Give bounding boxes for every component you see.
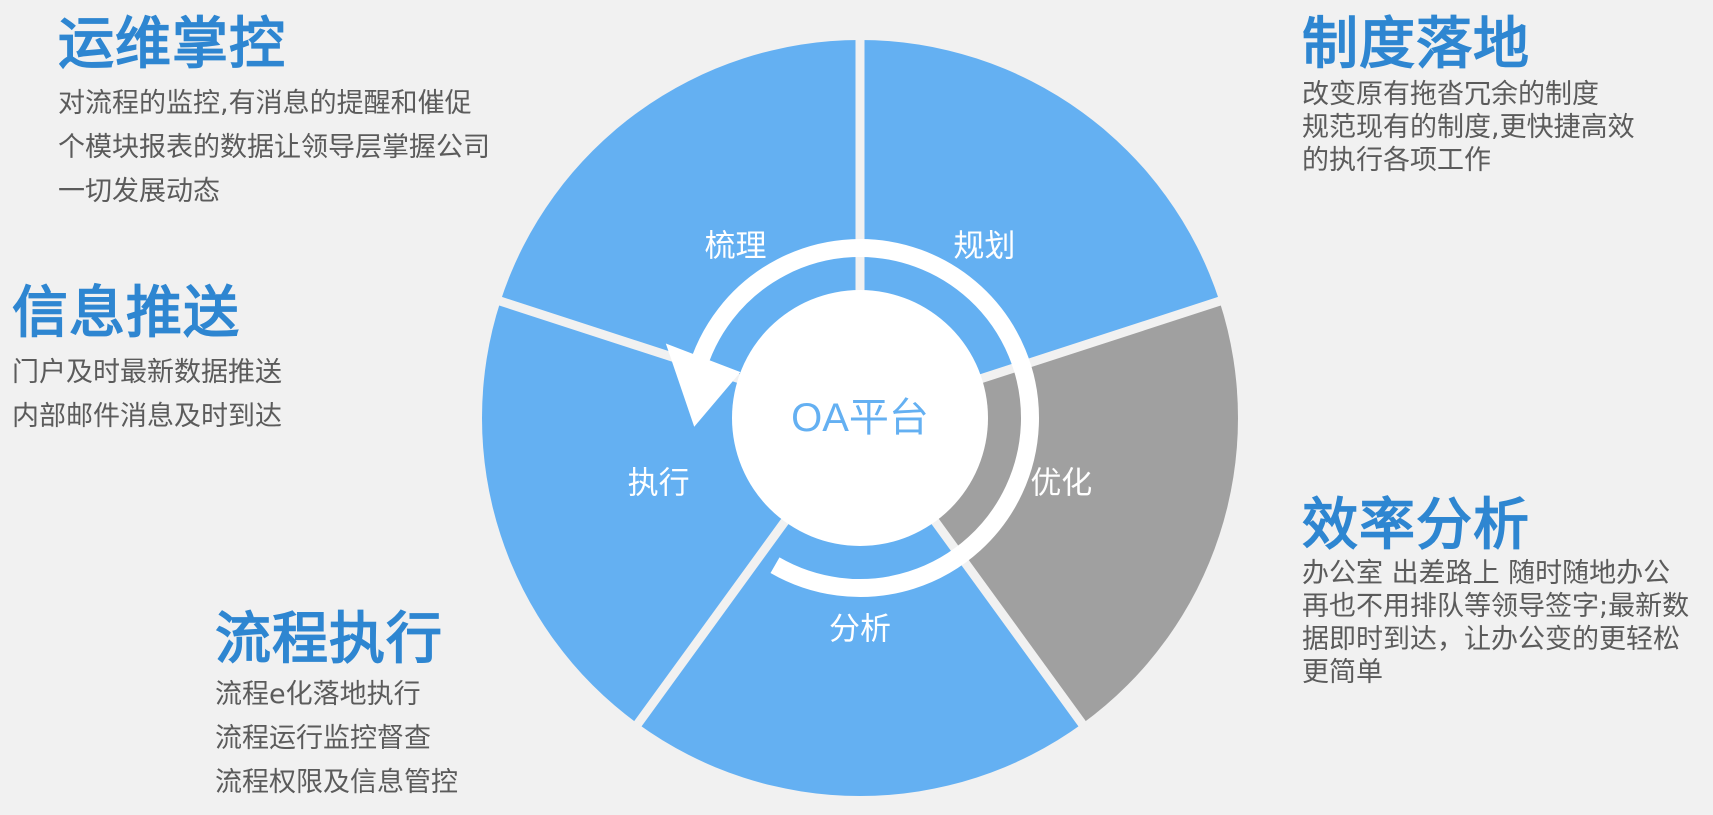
block-policy-line: 改变原有拖沓冗余的制度 xyxy=(1302,79,1599,110)
block-ops-line: 一切发展动态 xyxy=(58,176,220,207)
block-efficiency-lines: 办公室 出差路上 随时随地办公 再也不用排队等领导签字;最新数 据即时到达，让办… xyxy=(1302,557,1689,689)
block-policy-line: 的执行各项工作 xyxy=(1302,145,1491,176)
segment-analysis xyxy=(637,418,1083,796)
segment-planning xyxy=(860,40,1220,418)
segment-label-planning: 规划 xyxy=(953,229,1015,265)
segment-label-analysis: 分析 xyxy=(829,612,891,648)
block-policy-lines: 改变原有拖沓冗余的制度 规范现有的制度,更快捷高效 的执行各项工作 xyxy=(1302,78,1635,177)
block-policy-line: 规范现有的制度,更快捷高效 xyxy=(1302,112,1635,143)
block-efficiency-title: 效率分析 xyxy=(1302,493,1530,558)
block-flow: 流程执行 流程e化落地执行 流程运行监控督查 流程权限及信息管控 xyxy=(215,609,458,805)
block-efficiency-line: 更简单 xyxy=(1302,657,1383,688)
block-flow-line: 流程运行监控督查 xyxy=(215,723,431,754)
block-efficiency-line: 据即时到达，让办公变的更轻松 xyxy=(1302,624,1680,655)
cycle-arc xyxy=(687,239,1039,597)
segment-label-sort: 梳理 xyxy=(705,229,767,265)
segment-label-execute: 执行 xyxy=(628,465,690,501)
block-efficiency: 效率分析 办公室 出差路上 随时随地办公 再也不用排队等领导签字;最新数 据即时… xyxy=(1302,495,1689,689)
block-policy-title: 制度落地 xyxy=(1302,12,1530,77)
cycle-ring xyxy=(665,239,1039,597)
block-flow-lines: 流程e化落地执行 流程运行监控督查 流程权限及信息管控 xyxy=(215,673,458,805)
block-info-line: 内部邮件消息及时到达 xyxy=(12,401,282,432)
block-ops-line: 个模块报表的数据让领导层掌握公司 xyxy=(58,132,490,163)
segment-sort xyxy=(500,40,860,418)
center-label: OA平台 xyxy=(791,396,929,440)
block-flow-line: 流程e化落地执行 xyxy=(215,679,421,710)
cycle-arrow-icon xyxy=(665,343,741,427)
block-info-lines: 门户及时最新数据推送 内部邮件消息及时到达 xyxy=(12,351,282,439)
block-info: 信息推送 门户及时最新数据推送 内部邮件消息及时到达 xyxy=(12,283,282,439)
block-policy: 制度落地 改变原有拖沓冗余的制度 规范现有的制度,更快捷高效 的执行各项工作 xyxy=(1302,14,1635,177)
block-ops: 运维掌控 对流程的监控,有消息的提醒和催促 个模块报表的数据让领导层掌握公司 一… xyxy=(58,14,490,214)
segment-label-optimize: 优化 xyxy=(1030,465,1092,501)
block-flow-title: 流程执行 xyxy=(215,607,443,672)
block-info-title: 信息推送 xyxy=(12,281,240,346)
block-ops-lines: 对流程的监控,有消息的提醒和催促 个模块报表的数据让领导层掌握公司 一切发展动态 xyxy=(58,82,490,214)
block-flow-line: 流程权限及信息管控 xyxy=(215,767,458,798)
block-ops-line: 对流程的监控,有消息的提醒和催促 xyxy=(58,88,472,119)
block-efficiency-line: 办公室 出差路上 随时随地办公 xyxy=(1302,558,1671,589)
block-info-line: 门户及时最新数据推送 xyxy=(12,357,282,388)
center-disc xyxy=(732,290,988,546)
block-efficiency-line: 再也不用排队等领导签字;最新数 xyxy=(1302,591,1690,622)
block-ops-title: 运维掌控 xyxy=(58,12,286,77)
